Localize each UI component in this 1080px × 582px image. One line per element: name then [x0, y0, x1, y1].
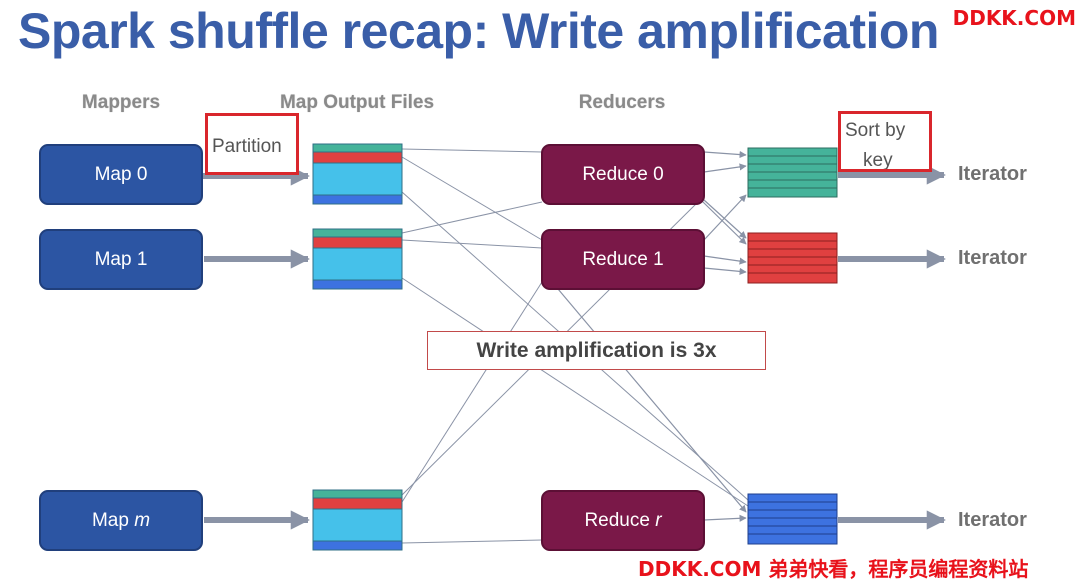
reduce-to-buffer-arrow: [703, 267, 747, 275]
reduce-node-r: Reduce r: [541, 490, 705, 551]
sort-callout-line1: Sort by: [845, 120, 906, 141]
header-map-output-files: Map Output Files: [279, 92, 435, 113]
reduce-to-buffer-arrow: [703, 514, 747, 522]
reduce-to-buffer-arrow: [703, 163, 747, 173]
sort-callout-line2: key: [863, 150, 893, 171]
map-node-label-prefix: Map: [91, 509, 135, 531]
reduce-node-1: Reduce 1: [541, 229, 705, 290]
write-amplification-label: Write amplification is 3x: [427, 331, 766, 370]
shuffle-line: [401, 148, 543, 153]
shuffle-line: [401, 539, 543, 544]
iterator-label-2: Iterator: [958, 509, 1027, 531]
reduce-to-buffer-arrow: [703, 150, 747, 159]
iterator-label-0: Iterator: [958, 163, 1027, 185]
reduce-to-buffer-arrow: [703, 199, 747, 239]
reduce-node-label: Reduce 0: [582, 163, 664, 185]
partition-callout: Partition: [205, 113, 299, 175]
shuffle-line: [401, 239, 543, 249]
reduce-to-buffer-arrow: [703, 255, 747, 265]
sorted-buffer-blue: [747, 493, 838, 545]
reduce-to-buffer-arrow: [541, 269, 747, 513]
partition-callout-text: Partition: [212, 136, 282, 157]
watermark-top: DDKK.COM: [952, 6, 1076, 30]
map-node-m: Map m: [39, 490, 203, 551]
map-node-0: Map 0: [39, 144, 203, 205]
map-output-file-1: [312, 228, 403, 290]
map-node-label-var: m: [134, 509, 151, 531]
map-output-file-m: [312, 489, 403, 551]
map-node-1: Map 1: [39, 229, 203, 290]
reduce-node-label: Reduce r: [584, 510, 661, 532]
watermark-bottom: DDKK.COM 弟弟快看，程序员编程资料站: [638, 557, 1029, 581]
map-node-label: Map 0: [94, 163, 148, 185]
reduce-to-buffer-arrow: [703, 194, 747, 241]
header-reducers: Reducers: [578, 92, 666, 113]
reduce-node-label: Reduce 1: [582, 248, 664, 270]
shuffle-line: [401, 156, 543, 241]
sorted-buffer-red: [747, 232, 838, 284]
shuffle-line: [401, 201, 543, 234]
page-title: Spark shuffle recap: Write amplification: [18, 3, 939, 59]
map-output-file-0: [312, 143, 403, 205]
reduce-node-label-var: r: [655, 509, 662, 531]
sort-by-key-callout: Sort by key: [838, 111, 932, 172]
sorted-buffer-teal: [747, 147, 838, 198]
map-node-label: Map m: [92, 510, 150, 532]
map-node-label: Map 1: [94, 248, 148, 270]
shuffle-line: [401, 281, 543, 503]
iterator-label-1: Iterator: [958, 247, 1027, 269]
reduce-node-0: Reduce 0: [541, 144, 705, 205]
shuffle-line: [401, 277, 749, 507]
header-mappers: Mappers: [81, 92, 161, 113]
reduce-node-label-prefix: Reduce: [584, 509, 656, 531]
